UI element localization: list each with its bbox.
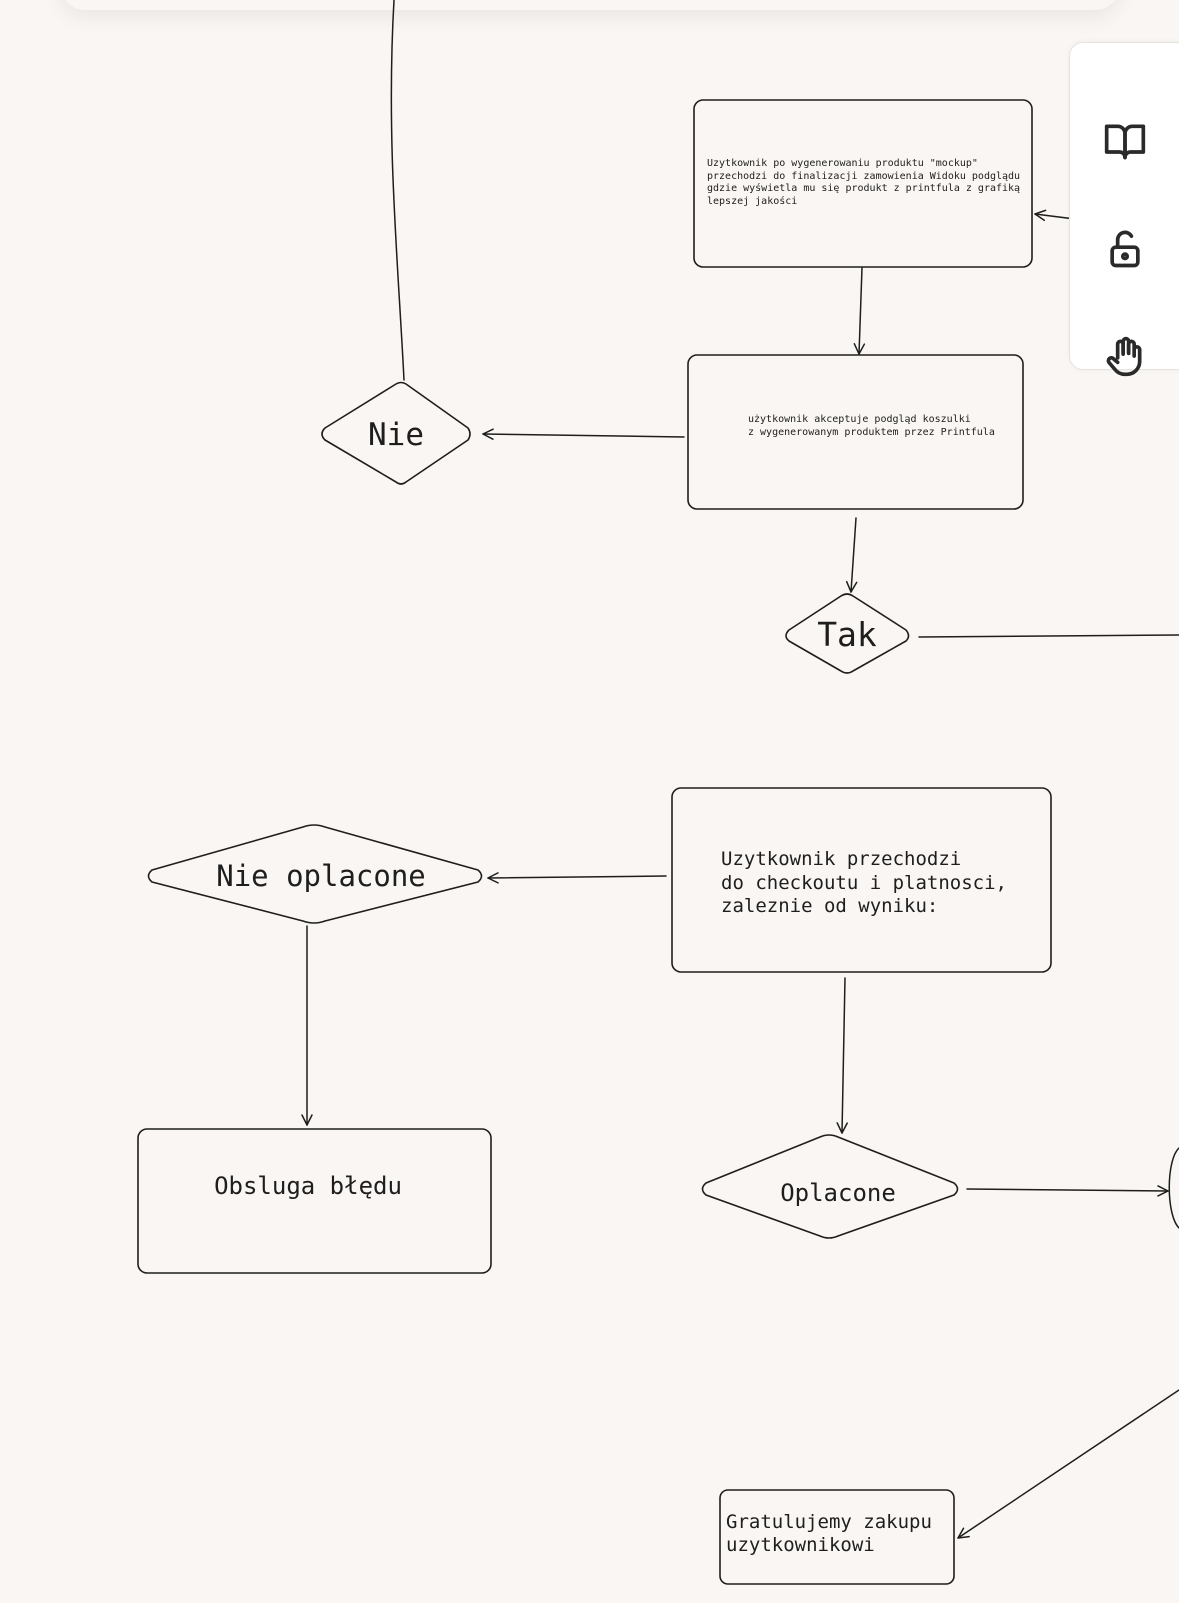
step-checkout-line-3: zaleznie od wyniku:: [721, 895, 938, 917]
step-mockup-preview-line-4: lepszej jakości: [707, 195, 797, 207]
step-mockup-preview-line-1: Uzytkownik po wygenerowaniu produktu "mo…: [707, 158, 978, 169]
step-accept-preview-text: użytkownik akceptuje podgląd koszulki z …: [748, 414, 995, 438]
connector-mockup-to-accept[interactable]: [853, 267, 866, 355]
connector-tak-to-right[interactable]: [918, 634, 1179, 638]
side-toolbar: [1069, 42, 1179, 377]
connector-checkout-to-nie-oplacone[interactable]: [487, 872, 667, 884]
decision-oplacone-diamond[interactable]: [701, 1134, 959, 1239]
step-checkout[interactable]: Uzytkownik przechodzi do checkoutu i pla…: [671, 787, 1052, 973]
step-congrats[interactable]: Gratulujemy zakupu uzytkownikowi: [719, 1489, 955, 1585]
step-accept-preview-line-2: z wygenerowanym produktem przez Printful…: [748, 427, 995, 438]
step-mockup-preview[interactable]: Uzytkownik po wygenerowaniu produktu "mo…: [693, 99, 1033, 268]
hand-tool-button[interactable]: [1070, 311, 1179, 401]
step-checkout-line-1: Uzytkownik przechodzi: [721, 848, 961, 870]
step-error-handling-box[interactable]: [137, 1128, 492, 1274]
connector-nie-to-top[interactable]: [390, 0, 405, 381]
decision-nie-diamond[interactable]: [321, 381, 471, 485]
offscreen-ellipse-shape[interactable]: [1168, 1147, 1179, 1229]
step-error-handling-label: Obsluga błędu: [214, 1172, 402, 1200]
decision-nie-oplacone[interactable]: Nie oplacone: [147, 824, 483, 924]
decision-tak-diamond[interactable]: [785, 593, 910, 674]
library-button[interactable]: [1070, 96, 1179, 186]
step-checkout-text: Uzytkownik przechodzi do checkoutu i pla…: [721, 848, 1018, 917]
decision-oplacone[interactable]: Oplacone: [701, 1134, 959, 1239]
connector-checkout-to-oplacone[interactable]: [836, 977, 848, 1134]
hand-icon: [1106, 336, 1142, 377]
connector-accept-to-nie[interactable]: [482, 428, 685, 440]
step-accept-preview-line-1: użytkownik akceptuje podgląd koszulki: [748, 414, 971, 425]
book-open-icon: [1104, 124, 1146, 160]
decision-oplacone-label: Oplacone: [780, 1179, 896, 1207]
step-accept-preview-box[interactable]: [687, 354, 1024, 510]
unlock-icon: [1110, 230, 1140, 268]
step-accept-preview[interactable]: użytkownik akceptuje podgląd koszulki z …: [687, 354, 1024, 510]
decision-tak-label: Tak: [817, 615, 877, 654]
step-mockup-preview-line-3: gdzie wyświetla mu się produkt z printfu…: [707, 182, 1020, 194]
connector-oplacone-to-right[interactable]: [966, 1185, 1169, 1197]
step-checkout-box[interactable]: [671, 787, 1052, 973]
step-error-handling[interactable]: Obsluga błędu: [137, 1128, 492, 1274]
step-mockup-preview-text: Uzytkownik po wygenerowaniu produktu "mo…: [707, 158, 1026, 207]
step-congrats-text: Gratulujemy zakupu uzytkownikowi: [726, 1511, 943, 1556]
step-mockup-preview-box[interactable]: [693, 99, 1033, 268]
decision-nie-label: Nie: [368, 417, 424, 453]
connector-accept-to-tak[interactable]: [845, 517, 858, 593]
connector-right-to-congrats[interactable]: [957, 1389, 1179, 1539]
step-congrats-line-1: Gratulujemy zakupu: [726, 1511, 932, 1533]
decision-nie-oplacone-diamond[interactable]: [147, 824, 483, 924]
step-congrats-box[interactable]: [719, 1489, 955, 1585]
step-congrats-line-2: uzytkownikowi: [726, 1534, 875, 1556]
step-checkout-line-2: do checkoutu i platnosci,: [721, 872, 1007, 894]
step-mockup-preview-line-2: przechodzi do finalizacji zamowienia Wid…: [707, 171, 1020, 182]
decision-nie-oplacone-label: Nie oplacone: [216, 859, 426, 893]
decision-tak[interactable]: Tak: [785, 593, 910, 674]
decision-nie[interactable]: Nie: [321, 381, 471, 485]
lock-toggle-button[interactable]: [1070, 204, 1179, 294]
